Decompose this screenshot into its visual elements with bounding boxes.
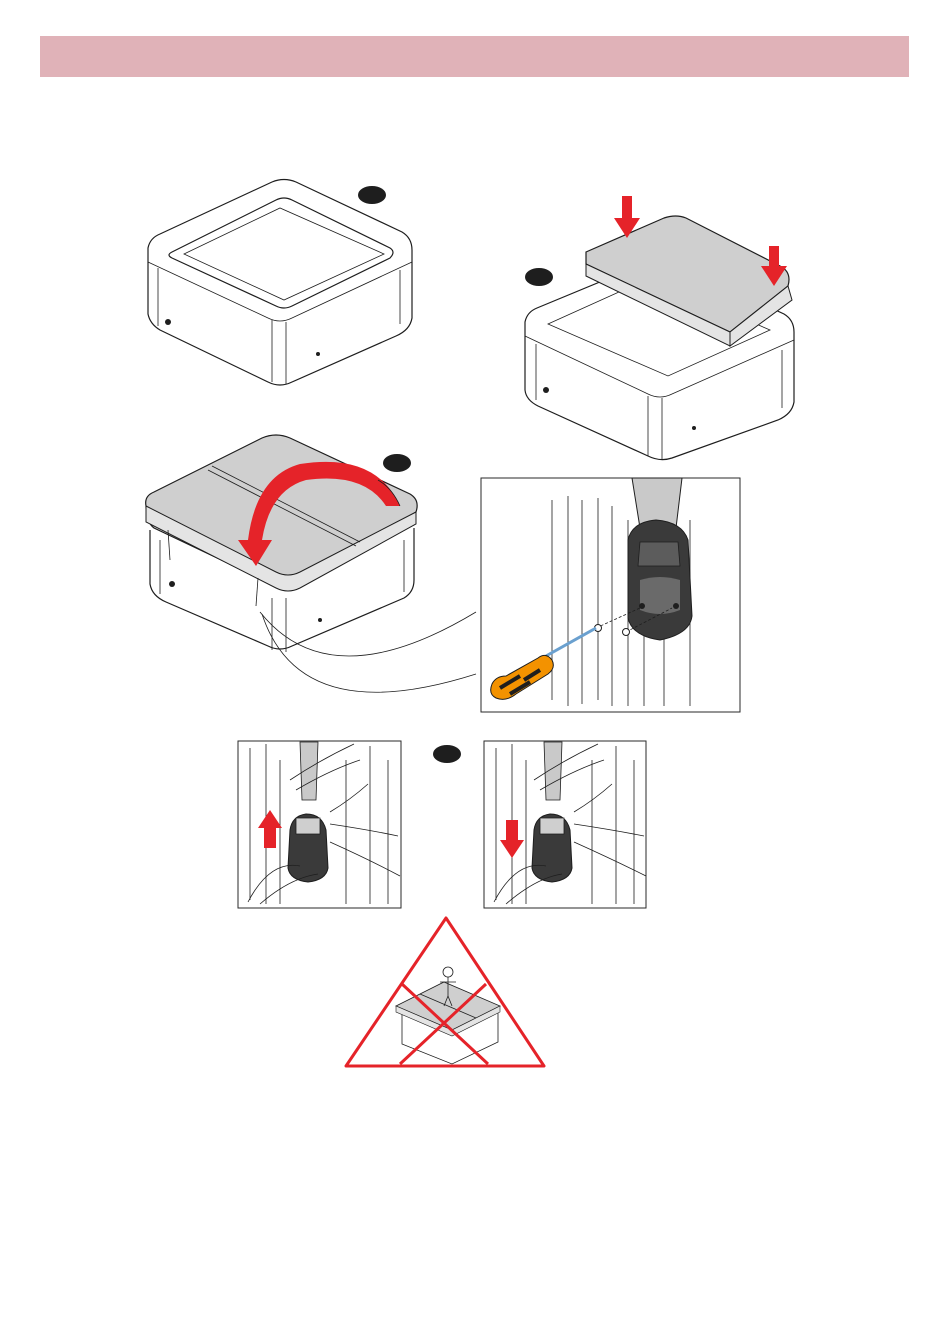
spa-cover-closed-illustration <box>146 435 476 692</box>
spa-tub-empty-illustration <box>148 180 412 386</box>
clip-release-down-panel <box>484 741 646 908</box>
spa-placing-cover-illustration <box>525 196 794 460</box>
strap-clip-detail-panel <box>481 478 740 712</box>
do-not-stand-on-cover-warning-icon <box>346 918 544 1066</box>
clip-release-up-panel <box>238 741 401 908</box>
